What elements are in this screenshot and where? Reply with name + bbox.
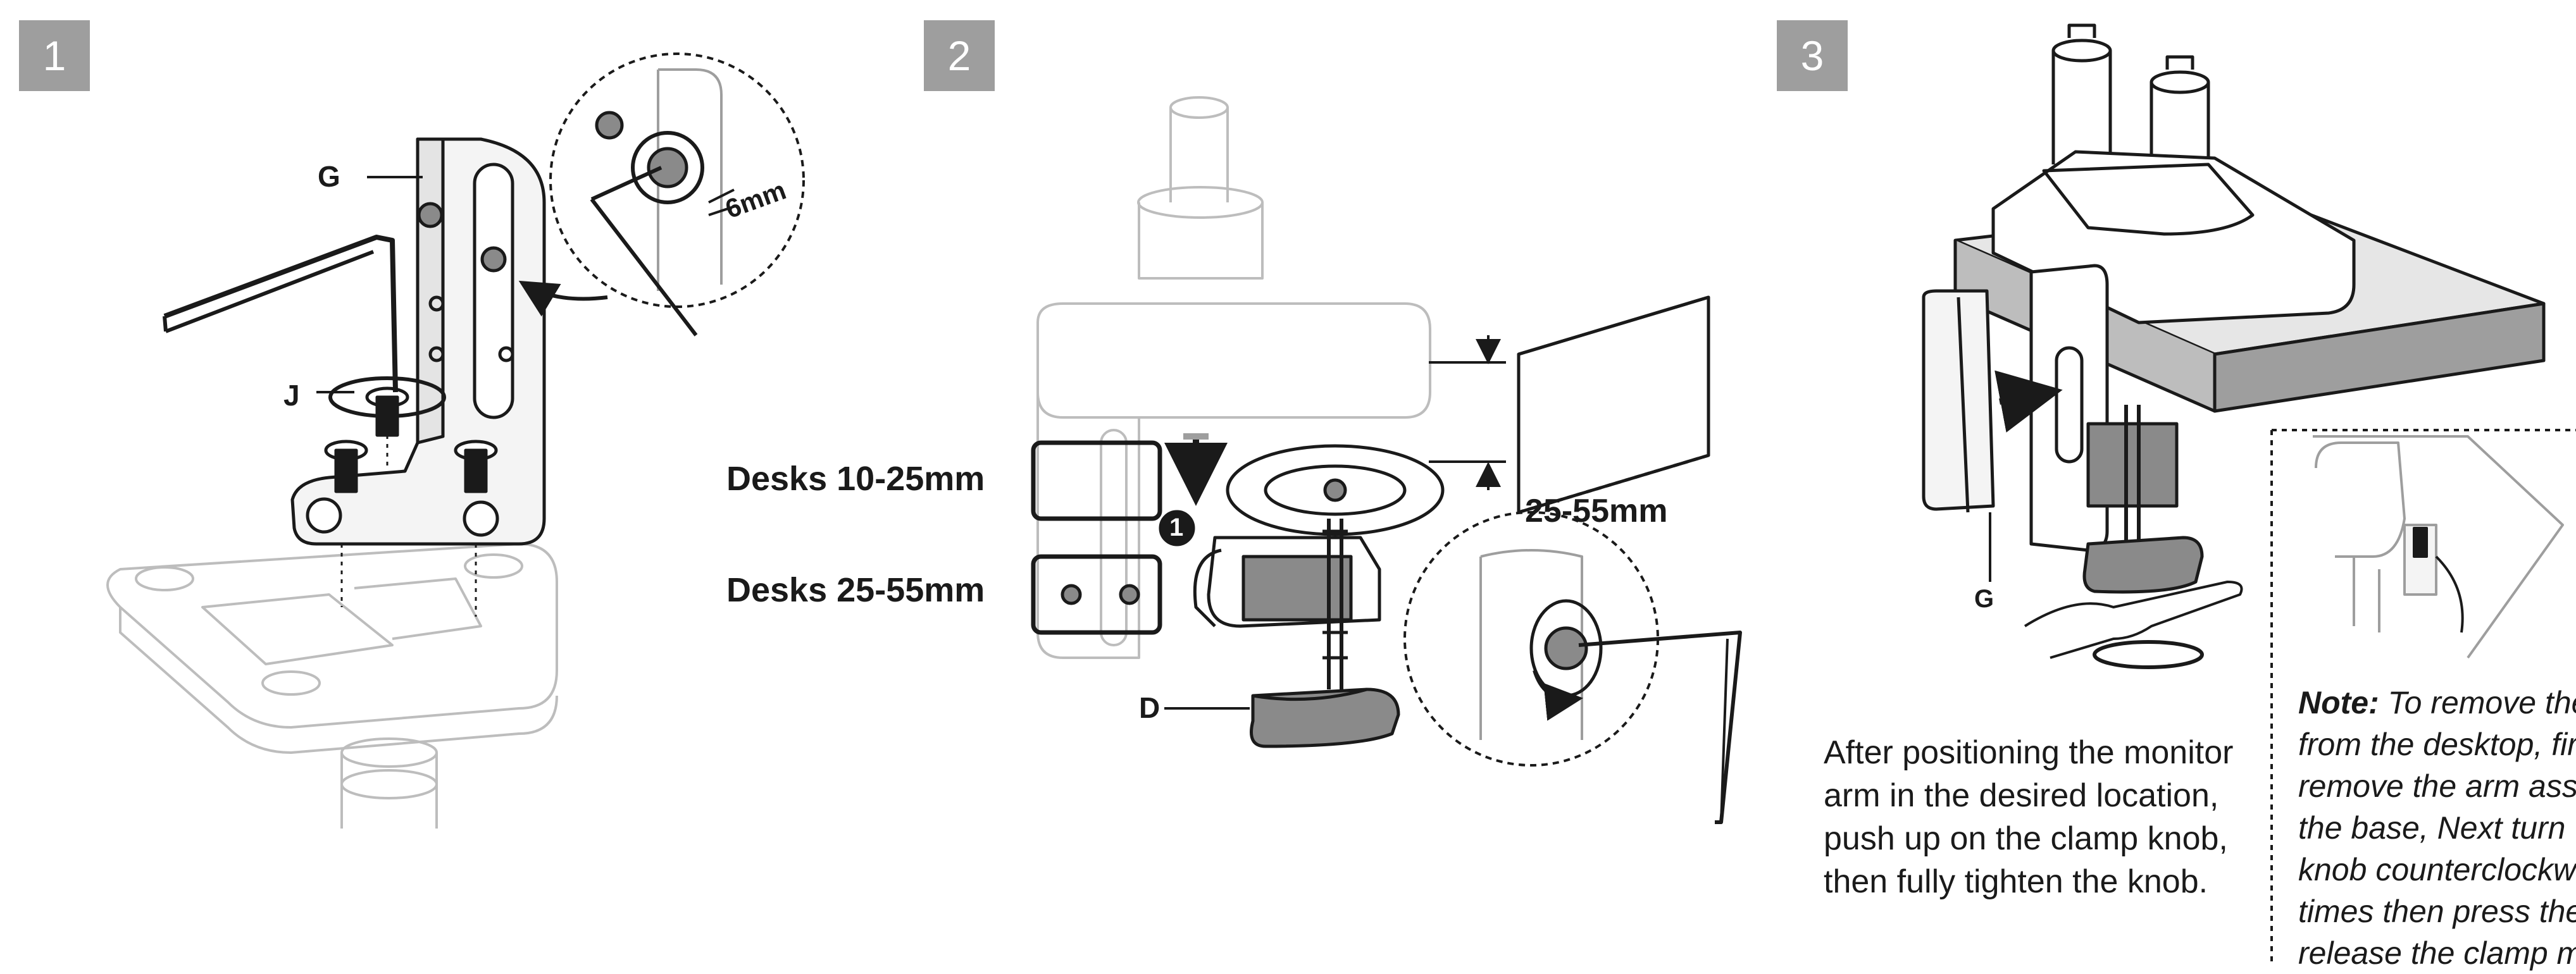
note-label: Note: [2298,685,2379,720]
callout-j-step1: J [283,379,300,412]
step-3-illustration [1922,23,2576,963]
note-line: release the clamp m [2298,935,2576,971]
callout-g-step1: G [318,160,340,193]
note-line: the base, Next turn [2298,810,2566,846]
holes-desks-10-25 [1031,440,1162,521]
base-plate [106,543,558,754]
clamp-knob-d [1250,687,1400,748]
hand [2024,581,2243,659]
clamp-body [1193,519,1381,689]
step-3-instructions: After positioning the monitor arm in the… [1824,731,2233,903]
zoom-detail-2 [1403,511,1742,824]
note-box [2270,429,2576,963]
thickness-label: 25-55mm [1525,493,1668,529]
note-illustration [2313,435,2564,659]
instruction-line: arm in the desired location, [1824,777,2219,814]
bolt-j [365,386,409,437]
step-1-badge: 1 [19,20,90,91]
instruction-line: then fully tighten the knob. [1824,863,2208,900]
clamp-plate [1226,444,1445,536]
step-3-badge: 3 [1777,20,1848,91]
bracket-slot [473,163,514,419]
step-2-illustration [1031,96,1742,824]
base-faded [1036,96,1431,659]
rotation-arrow-j [328,376,446,418]
pole [340,737,438,829]
desks-10-25-label: Desks 10-25mm [726,460,985,498]
step-1-illustration [106,52,805,829]
note-line: from the desktop, fir [2298,727,2576,762]
note-line: knob counterclockw [2298,852,2576,887]
rotation-arrow-3 [2093,640,2204,669]
marker-2-text: 2 [1441,634,1456,662]
desks-25-55-label: Desks 25-55mm [726,571,985,609]
desk-block [1517,295,1710,514]
zoom-detail-1 [549,52,805,336]
instruction-line: push up on the clamp knob, [1824,820,2228,857]
instruction-line: After positioning the monitor [1824,734,2234,771]
thickness-lines [1429,361,1506,463]
note-line: remove the arm ass [2298,768,2576,804]
zoom-arrow-1 [518,280,608,317]
bolt-right [454,440,498,493]
marker-1-text: 1 [1169,514,1184,541]
screw-side [480,246,507,273]
note-line-0: To remove the [2379,685,2576,720]
note-line: Note: To remove the [2298,682,2576,724]
holes-desks-25-55 [1031,554,1162,635]
screw-top [417,202,444,228]
note-text: Note: To remove the from the desktop, fi… [2298,682,2576,974]
step-2-badge: 2 [924,20,995,91]
callout-d: D [1139,691,1160,724]
bolt-left [324,440,368,493]
push-arrow [1994,370,2063,433]
marker-1 [1159,510,1195,546]
note-line: times then press the [2298,894,2576,929]
callout-g-step3: G [1974,585,1994,613]
hex-key [163,235,398,393]
clamp-3 [2082,405,2204,594]
